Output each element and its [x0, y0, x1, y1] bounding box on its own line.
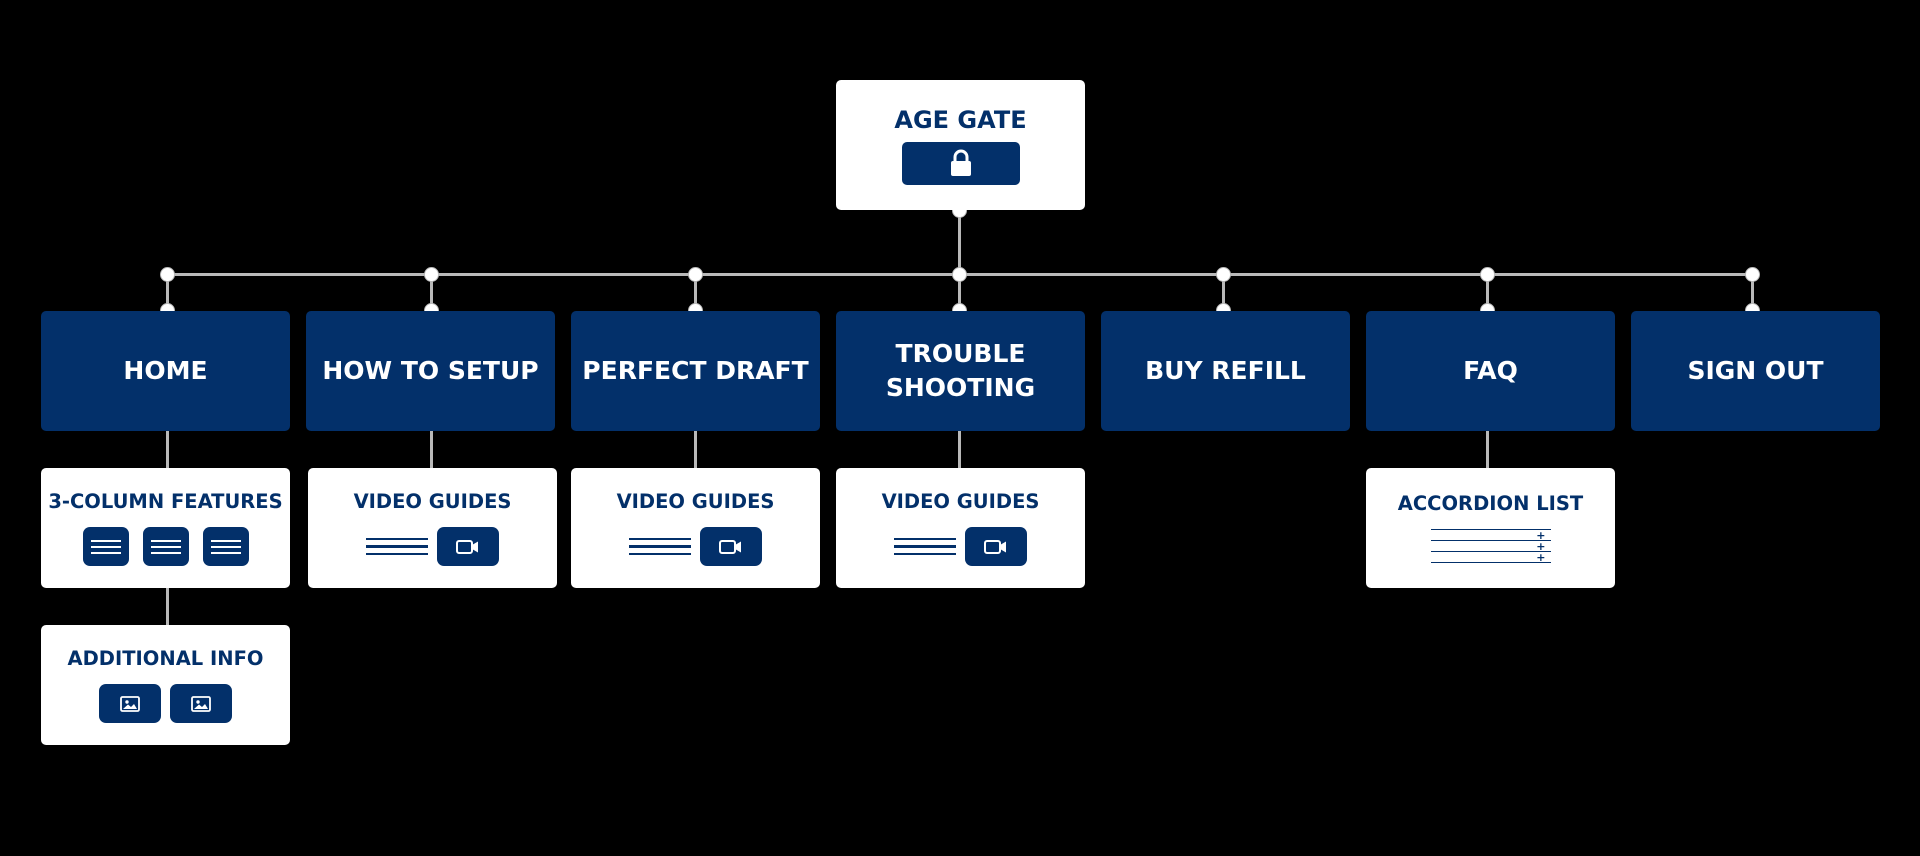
home-features-title: 3-COLUMN FEATURES [48, 490, 283, 513]
text-lines-icon [629, 537, 691, 556]
nav-how-to-setup[interactable]: HOW TO SETUP [306, 311, 555, 431]
nav-how-to-setup-label: HOW TO SETUP [322, 356, 539, 385]
text-lines-icon [366, 537, 428, 556]
age-gate-title: AGE GATE [894, 105, 1027, 134]
nav-perfect-draft[interactable]: PERFECT DRAFT [571, 311, 820, 431]
text-lines-icon [142, 527, 189, 566]
setup-video-guides-card[interactable]: VIDEO GUIDES [308, 468, 557, 588]
trouble-video-guides-card[interactable]: VIDEO GUIDES [836, 468, 1085, 588]
nav-perfect-draft-label: PERFECT DRAFT [582, 356, 809, 385]
text-lines-icon [894, 537, 956, 556]
video-camera-icon [965, 527, 1027, 566]
nav-buy-refill-label: BUY REFILL [1145, 356, 1306, 385]
home-additional-info-card[interactable]: ADDITIONAL INFO [41, 625, 290, 745]
nav-faq-label: FAQ [1463, 356, 1518, 385]
image-icon [170, 684, 232, 723]
faq-accordion-card[interactable]: ACCORDION LIST + + + [1366, 468, 1615, 588]
home-additional-info-title: ADDITIONAL INFO [67, 647, 264, 670]
draft-video-guides-title: VIDEO GUIDES [616, 490, 775, 513]
nav-sign-out-label: SIGN OUT [1687, 356, 1824, 385]
text-lines-icon [202, 527, 249, 566]
nav-sign-out[interactable]: SIGN OUT [1631, 311, 1880, 431]
home-features-card[interactable]: 3-COLUMN FEATURES [41, 468, 290, 588]
draft-video-guides-card[interactable]: VIDEO GUIDES [571, 468, 820, 588]
nav-buy-refill[interactable]: BUY REFILL [1101, 311, 1350, 431]
video-camera-icon [437, 527, 499, 566]
age-gate-node[interactable]: AGE GATE [836, 80, 1085, 210]
video-camera-icon [700, 527, 762, 566]
text-lines-icon [82, 527, 129, 566]
nav-trouble-shooting-label-line2: SHOOTING [885, 373, 1036, 402]
nav-trouble-shooting[interactable]: TROUBLE SHOOTING [836, 311, 1085, 431]
trouble-video-guides-title: VIDEO GUIDES [881, 490, 1040, 513]
accordion-icon: + + + [1430, 528, 1551, 565]
nav-trouble-shooting-label-line1: TROUBLE [895, 339, 1026, 368]
image-icon [99, 684, 161, 723]
lock-icon [950, 149, 971, 176]
setup-video-guides-title: VIDEO GUIDES [353, 490, 512, 513]
lock-button[interactable] [901, 141, 1020, 185]
nav-home[interactable]: HOME [41, 311, 290, 431]
nav-home-label: HOME [123, 356, 208, 385]
nav-faq[interactable]: FAQ [1366, 311, 1615, 431]
faq-accordion-title: ACCORDION LIST [1397, 491, 1584, 515]
